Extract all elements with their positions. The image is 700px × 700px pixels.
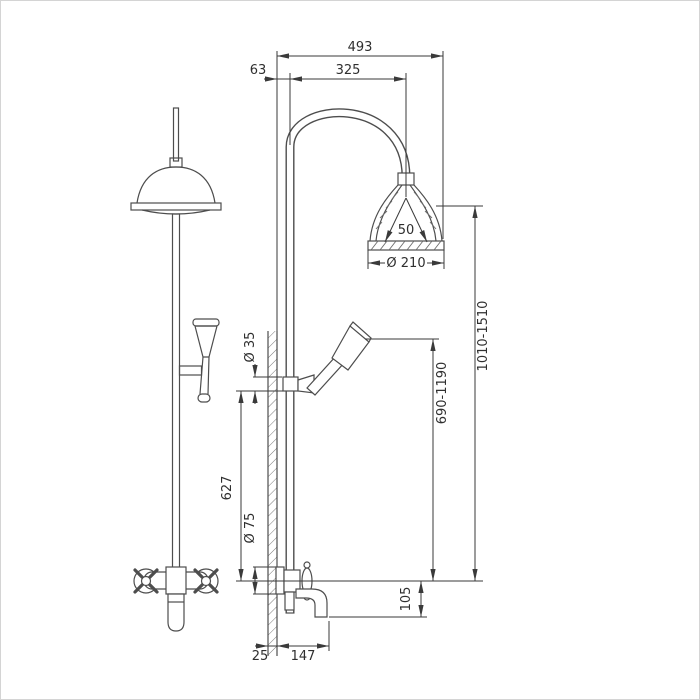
front-handshower-cap — [192, 318, 220, 327]
head-left-inner-wall — [375, 184, 403, 242]
dim-column-to-head: 325 — [336, 63, 361, 78]
front-handshower-head — [194, 325, 218, 358]
spray-cone-right-line — [405, 197, 428, 243]
side-tub-spout — [295, 588, 328, 618]
dimensions: 493 63 325 50 Ø 210 1010-1510 690-1190 Ø… — [220, 40, 491, 664]
dim-head-diameter: Ø 210 — [386, 256, 425, 271]
slider-collar — [282, 376, 299, 392]
front-right-handle-hub — [200, 575, 212, 587]
front-handshower-handle — [199, 356, 210, 395]
head-wall-section-hatch — [375, 191, 437, 230]
front-mixer-center — [165, 566, 187, 595]
front-head-collar — [169, 157, 183, 168]
side-view — [267, 108, 445, 656]
side-diverter-knob — [284, 591, 295, 611]
front-right-cross-handle — [193, 568, 219, 594]
dim-escutcheon-diameter: Ø 75 — [243, 513, 258, 544]
front-shower-head-rim — [130, 202, 222, 211]
front-left-cross-handle — [133, 568, 159, 594]
dim-column-segment: 627 — [220, 476, 235, 501]
dim-slider-diameter: Ø 35 — [243, 332, 258, 363]
dim-spray-angle: 50 — [398, 223, 415, 238]
spray-cone-left-line — [384, 197, 407, 243]
side-handle-top-ball — [303, 561, 311, 569]
front-view — [130, 107, 222, 632]
head-right-outer-wall — [413, 184, 443, 242]
dim-spout-reach: 147 — [291, 649, 316, 664]
dim-spout-drop: 105 — [399, 587, 414, 612]
front-shower-head-dome — [136, 166, 216, 204]
head-rim-section-hatch — [370, 240, 442, 251]
head-right-inner-wall — [409, 184, 437, 242]
front-column-pipe — [171, 213, 181, 600]
dim-handshower-height: 690-1190 — [435, 362, 450, 425]
front-handshower-handle-end — [197, 393, 211, 403]
dim-wall-thickness: 25 — [252, 649, 269, 664]
side-handshower-cap — [349, 321, 372, 343]
dim-overall-height: 1010-1510 — [476, 301, 491, 372]
dim-wall-to-column: 63 — [250, 63, 267, 78]
wall-hatching — [268, 331, 277, 656]
head-left-outer-wall — [369, 184, 399, 242]
dim-overall-reach: 493 — [348, 40, 373, 55]
column-and-arc-inner — [286, 109, 410, 613]
front-riser-pipe — [172, 107, 180, 162]
head-rim-band — [367, 240, 445, 251]
front-tub-spout — [167, 593, 185, 632]
front-left-handle-hub — [140, 575, 152, 587]
front-handshower-holder — [178, 365, 203, 376]
